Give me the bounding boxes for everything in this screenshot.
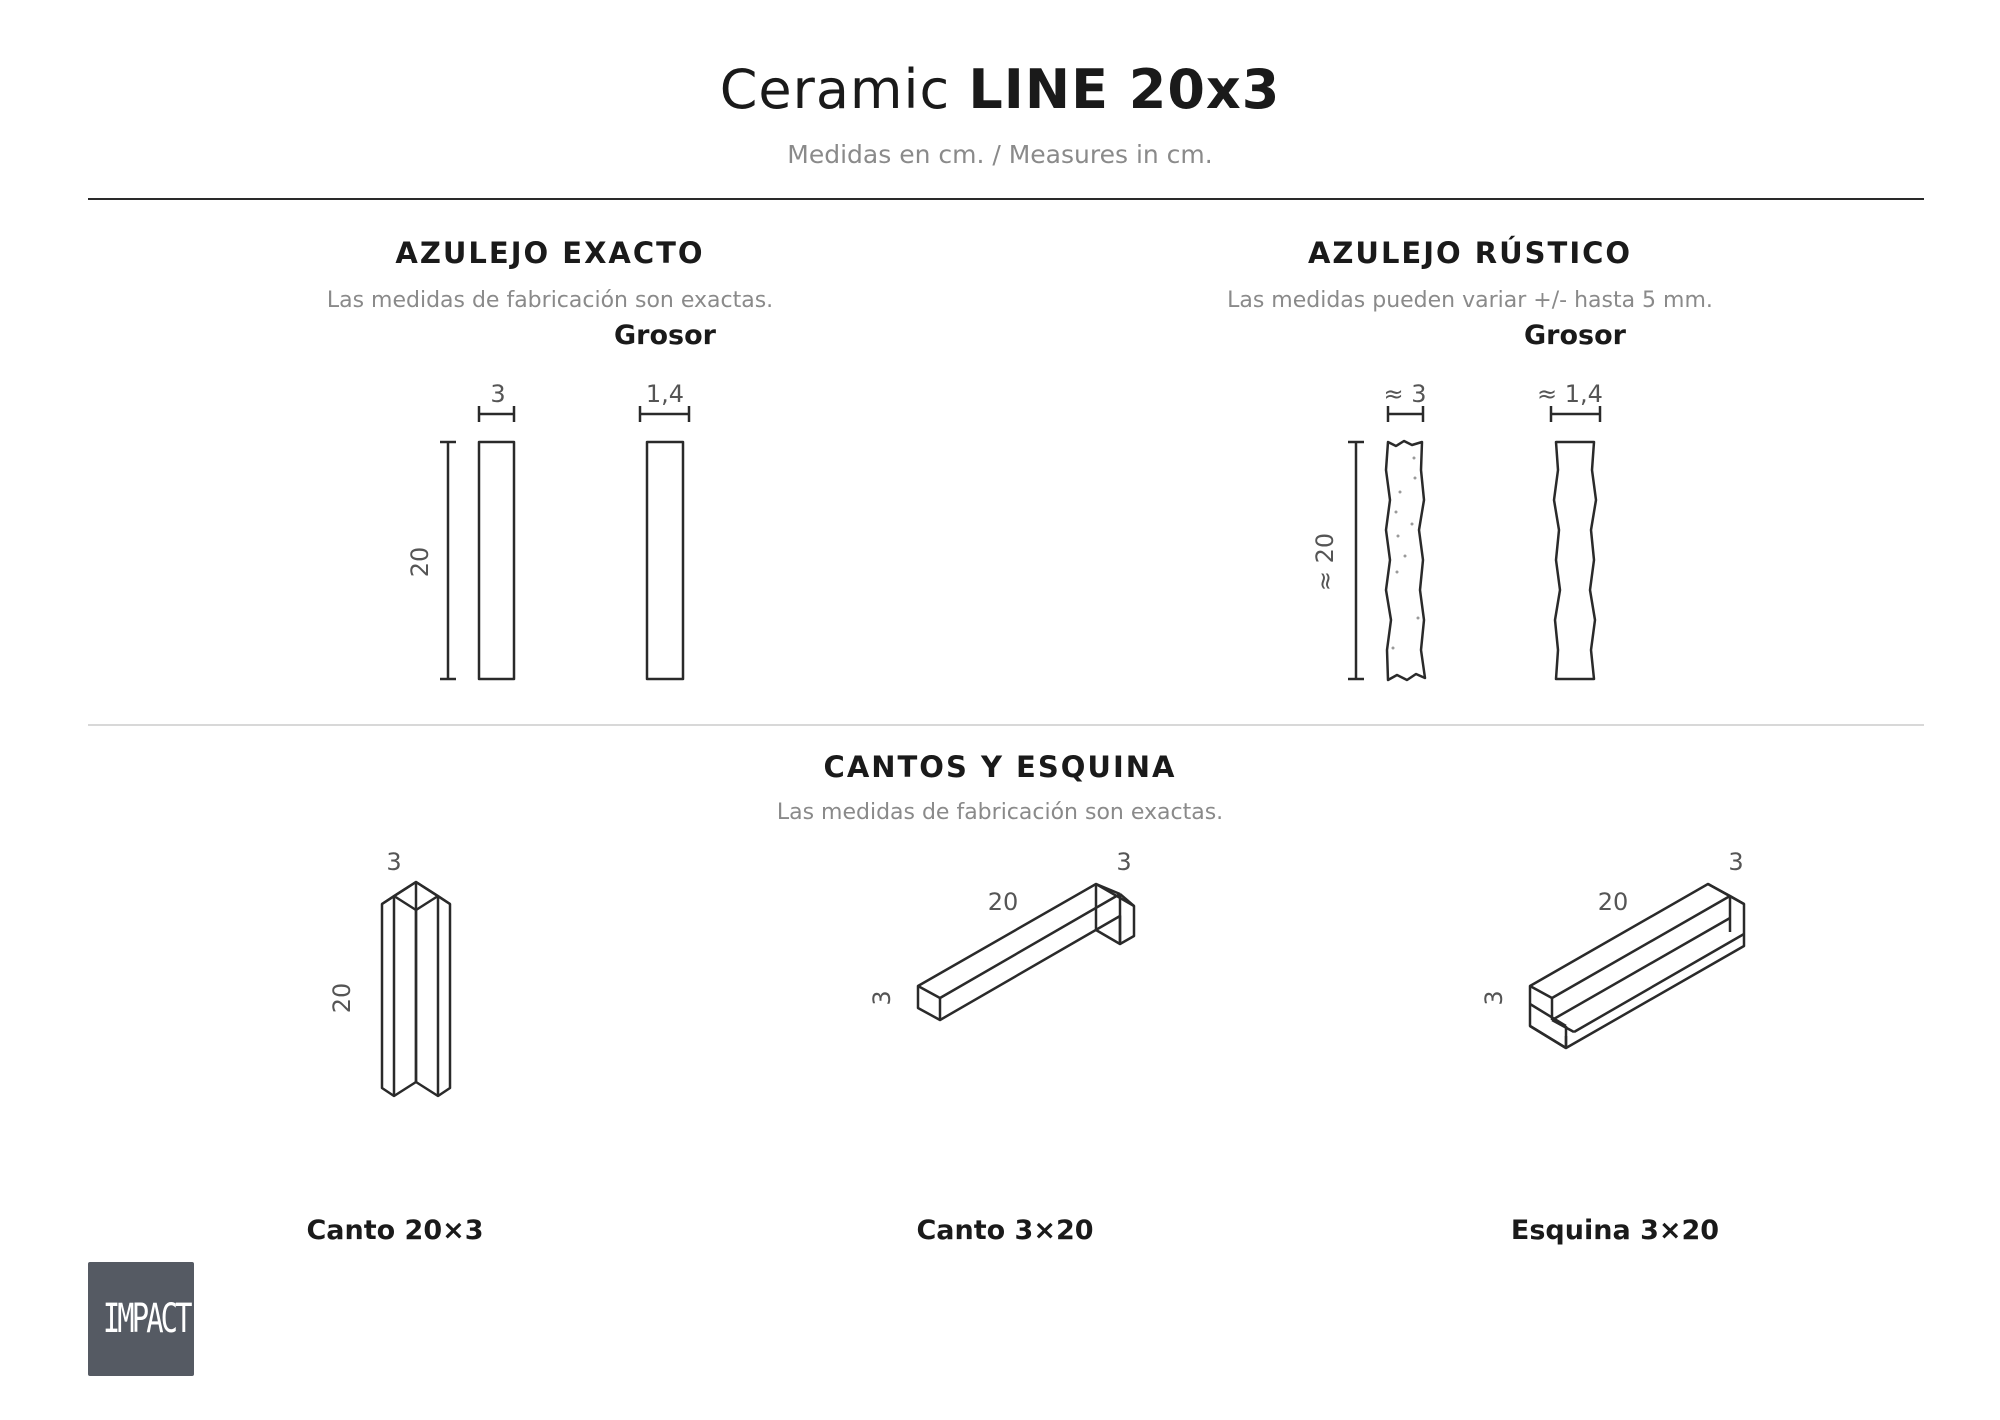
title-light: Ceramic [719, 58, 951, 121]
piece2-length-dim: 20 [987, 888, 1019, 916]
cantos-heading: CANTOS Y ESQUINA [823, 750, 1177, 784]
rustico-width-b: ≈ 1,4 [1537, 380, 1603, 408]
rustico-grosor: Grosor [1524, 320, 1626, 351]
piece3-caption: Esquina 3×20 [1510, 1215, 1720, 1246]
exacto-tile-side [645, 440, 685, 681]
canto-20x3-drawing [380, 880, 452, 1098]
page-subtitle: Medidas en cm. / Measures in cm. [787, 140, 1213, 169]
rustico-tile-front [1384, 439, 1427, 682]
page-title: Ceramic LINE 20x3 [0, 58, 2000, 121]
impact-logo-text: IMPACT [102, 1296, 193, 1342]
exacto-grosor: Grosor [614, 320, 716, 351]
esquina-3x20-drawing [1528, 882, 1746, 1050]
exacto-heading: AZULEJO EXACTO [395, 236, 705, 270]
section-divider [88, 724, 1924, 726]
rustico-dimension-lines [1348, 406, 1602, 681]
rustico-note: Las medidas pueden variar +/- hasta 5 mm… [1227, 288, 1713, 313]
piece2-top-dim: 3 [1116, 848, 1132, 876]
piece1-top-dim: 3 [386, 848, 402, 876]
piece2-caption: Canto 3×20 [916, 1215, 1094, 1246]
piece1-caption: Canto 20×3 [306, 1215, 484, 1246]
rustico-width-a: ≈ 3 [1383, 380, 1427, 408]
exacto-width-a: 3 [490, 380, 506, 408]
exacto-tile-front [477, 440, 516, 681]
piece3-top-dim: 3 [1728, 848, 1744, 876]
rustico-tile-side [1552, 440, 1598, 681]
exacto-width-b: 1,4 [645, 380, 685, 408]
piece3-length-dim: 20 [1597, 888, 1629, 916]
rustico-texture-dots [1391, 456, 1420, 650]
exacto-note: Las medidas de fabricación son exactas. [326, 288, 774, 313]
title-bold: LINE 20x3 [968, 58, 1281, 121]
header-divider [88, 198, 1924, 200]
exacto-dimension-lines [440, 406, 691, 681]
cantos-note: Las medidas de fabricación son exactas. [776, 800, 1224, 825]
canto-3x20-drawing [916, 882, 1136, 1022]
rustico-heading: AZULEJO RÚSTICO [1307, 236, 1633, 270]
impact-logo [88, 1262, 194, 1376]
